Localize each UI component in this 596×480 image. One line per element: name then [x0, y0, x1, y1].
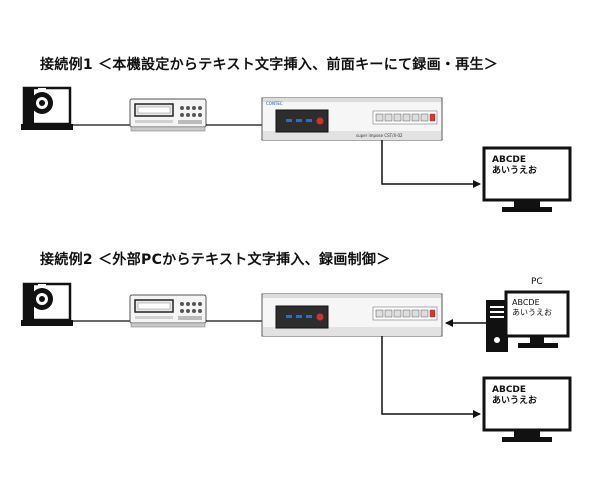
connection-example-2-title: 接続例2 ＜外部PCからテキスト文字挿入、録画制御＞	[40, 252, 391, 268]
recorder-2	[129, 294, 207, 328]
device-brand-label: CONTEC	[266, 101, 283, 106]
recorder-1	[129, 98, 207, 132]
pc-label: PC	[531, 277, 543, 287]
pc-tower	[486, 300, 508, 352]
arrow-to-monitor-1	[381, 140, 481, 188]
device-model-label: super impose CST/X-02	[356, 133, 403, 138]
pc-screen-text: ABCDE あいうえお	[512, 298, 552, 318]
connection-example-1-title: 接続例1 ＜本機設定からテキスト文字挿入、前面キーにて録画・再生＞	[40, 57, 499, 73]
camera-2	[19, 282, 75, 328]
superimposer-device-2	[261, 293, 443, 337]
monitor-2-line2: あいうえお	[492, 396, 538, 406]
monitor-2-screen-text: ABCDE あいうえお	[492, 385, 537, 407]
superimposer-device-1: CONTEC super impose CST/X-02	[261, 97, 443, 141]
pc-screen-line2: あいうえお	[512, 308, 552, 317]
camera-1	[19, 86, 75, 132]
monitor-1-line2: あいうえお	[492, 166, 538, 176]
monitor-1-line1: ABCDE	[492, 155, 527, 165]
monitor-1-screen-text: ABCDE あいうえお	[492, 155, 537, 177]
pc-screen-line1: ABCDE	[512, 298, 540, 307]
arrow-to-monitor-2	[381, 336, 481, 418]
pc-monitor	[504, 290, 570, 348]
monitor-2-line1: ABCDE	[492, 385, 527, 395]
